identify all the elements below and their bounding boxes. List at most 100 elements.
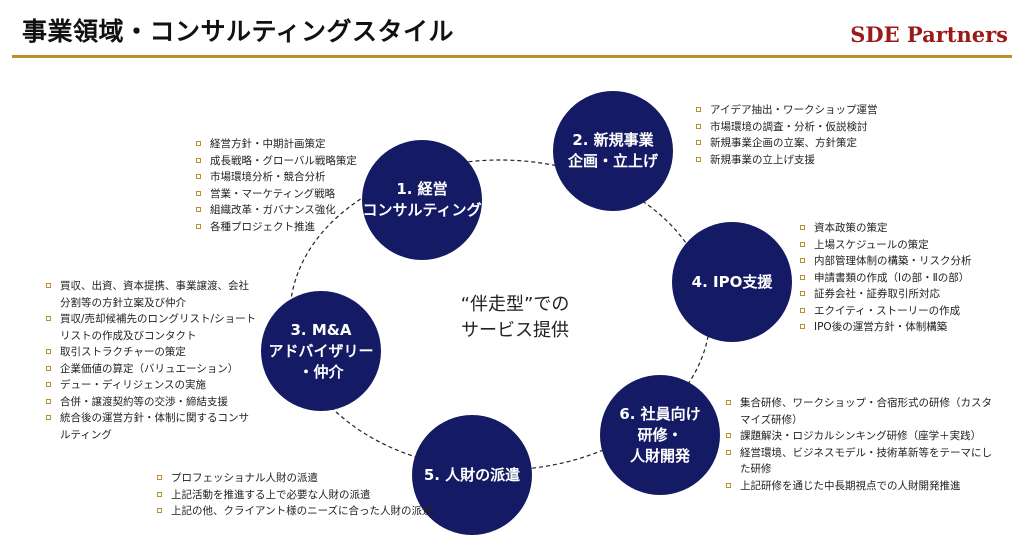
list-item: 各種プロジェクト推進 [196,219,366,236]
list-item: 取引ストラクチャーの策定 [46,344,258,361]
list-new-business: アイデア抽出・ワークショップ運営 市場環境の調査・分析・仮説検討 新規事業企画の… [696,102,896,168]
list-item-text: エクイティ・ストーリーの作成 [814,304,961,317]
list-item-text: 統合後の運営方針・体制に関するコンサルティング [60,412,249,441]
bullet-icon [196,157,201,163]
list-item: 成長戦略・グローバル戦略策定 [196,153,366,170]
list-item: 資本政策の策定 [800,220,1010,237]
list-item-text: 課題解決・ロジカルシンキング研修（座学＋実践） [740,430,982,442]
list-item: 市場環境の調査・分析・仮説検討 [696,119,896,136]
brand-logo: SDE Partners [850,22,1008,47]
list-item-text: 新規事業の立上げ支援 [710,153,815,166]
bullet-icon [800,274,805,280]
list-staffing: プロフェッショナル人財の派遣 上記活動を推進する上で必要な人財の派遣 上記の他、… [157,470,437,520]
list-item: 上記活動を推進する上で必要な人財の派遣 [157,487,437,504]
list-item: 統合後の運営方針・体制に関するコンサルティング [46,410,258,443]
list-item-text: 上記研修を通じた中長期視点での人財開発推進 [740,479,961,492]
service-circle-ipo: 4. IPO支援 [672,222,792,342]
list-item: 買収、出資、資本提携、事業譲渡、会社分割等の方針立案及び仲介 [46,278,258,311]
service-circle-ma: 3. M&A アドバイザリー ・仲介 [261,291,381,411]
list-item: 経営方針・中期計画策定 [196,136,366,153]
list-item-text: 企業価値の算定（バリュエーション） [60,362,239,375]
bullet-icon [800,258,805,263]
service-circle-staffing: 5. 人財の派遣 [412,415,532,535]
bullet-icon [800,324,805,329]
list-item-text: プロフェッショナル人財の派遣 [171,472,318,484]
list-item: 証券会社・証券取引所対応 [800,286,1010,303]
list-item: 上記研修を通じた中長期視点での人財開発推進 [726,478,996,495]
list-item-text: 経営環境、ビジネスモデル・技術革新等をテーマにした研修 [740,446,992,476]
bullet-icon [696,123,701,129]
bullet-icon [726,433,731,438]
list-item-text: 集合研修、ワークショップ・合宿形式の研修（カスタマイズ研修） [740,397,992,426]
list-item: IPO後の運営方針・体制構築 [800,319,1010,336]
bullet-icon [196,223,201,229]
list-item: 合併・譲渡契約等の交渉・締結支援 [46,394,258,411]
service-circle-training: 6. 社員向け 研修・ 人財開発 [600,375,720,495]
list-item-text: 買収/売却候補先のロングリスト/ショートリストの作成及びコンタクト [60,313,257,342]
bullet-icon [726,449,731,455]
list-ipo: 資本政策の策定 上場スケジュールの策定 内部管理体制の構築・リスク分析 申請書類… [800,220,1010,336]
service-circle-new-business: 2. 新規事業 企画・立上げ [553,91,673,211]
list-item-text: 営業・マーケティング戦略 [210,187,336,200]
list-item-text: 経営方針・中期計画策定 [210,138,326,150]
list-item: 新規事業企画の立案、方針策定 [696,135,896,152]
list-item-text: IPO後の運営方針・体制構築 [814,321,948,333]
list-item: 買収/売却候補先のロングリスト/ショートリストの作成及びコンタクト [46,311,258,344]
bullet-icon [157,508,162,513]
header-divider [12,55,1012,58]
list-item: 新規事業の立上げ支援 [696,152,896,169]
bullet-icon [696,156,701,162]
bullet-icon [196,207,201,212]
bullet-icon [46,365,51,371]
list-item-text: 資本政策の策定 [814,222,888,234]
bullet-icon [726,400,731,405]
list-item: 課題解決・ロジカルシンキング研修（座学＋実践） [726,428,996,445]
list-item: プロフェッショナル人財の派遣 [157,470,437,487]
list-item: 市場環境分析・競合分析 [196,169,366,186]
list-item: エクイティ・ストーリーの作成 [800,303,1010,320]
list-item-text: 証券会社・証券取引所対応 [814,288,940,300]
list-item: 組織改革・ガバナンス強化 [196,202,366,219]
list-item-text: 申請書類の作成（Ⅰの部・Ⅱの部） [814,271,970,284]
list-item: 申請書類の作成（Ⅰの部・Ⅱの部） [800,270,1010,287]
bullet-icon [196,141,201,146]
list-item: 企業価値の算定（バリュエーション） [46,361,258,378]
list-item: 経営環境、ビジネスモデル・技術革新等をテーマにした研修 [726,445,996,478]
list-item-text: 内部管理体制の構築・リスク分析 [814,255,972,267]
list-item: 営業・マーケティング戦略 [196,186,366,203]
list-item: デュー・ディリジェンスの実施 [46,377,258,394]
bullet-icon [46,349,51,354]
list-item: 集合研修、ワークショップ・合宿形式の研修（カスタマイズ研修） [726,395,996,428]
list-item-text: 買収、出資、資本提携、事業譲渡、会社分割等の方針立案及び仲介 [60,280,249,309]
list-item-text: 市場環境の調査・分析・仮説検討 [710,120,868,133]
bullet-icon [46,382,51,387]
list-item-text: 組織改革・ガバナンス強化 [210,204,336,216]
bullet-icon [696,107,701,112]
list-item-text: 新規事業企画の立案、方針策定 [710,137,857,149]
list-ma: 買収、出資、資本提携、事業譲渡、会社分割等の方針立案及び仲介 買収/売却候補先の… [46,278,258,443]
bullet-icon [46,398,51,404]
bullet-icon [46,415,51,420]
bullet-icon [46,283,51,288]
list-item-text: 市場環境分析・競合分析 [210,171,326,183]
bullet-icon [696,140,701,145]
list-item-text: デュー・ディリジェンスの実施 [60,379,207,391]
list-item: 上記の他、クライアント様のニーズに合った人財の派遣 [157,503,437,520]
list-training: 集合研修、ワークショップ・合宿形式の研修（カスタマイズ研修） 課題解決・ロジカル… [726,395,996,494]
list-item-text: 各種プロジェクト推進 [210,220,315,233]
bullet-icon [157,491,162,497]
list-item-text: 成長戦略・グローバル戦略策定 [210,154,357,167]
list-item-text: 上記活動を推進する上で必要な人財の派遣 [171,488,371,501]
list-item: 内部管理体制の構築・リスク分析 [800,253,1010,270]
center-label: “伴走型”での サービス提供 [460,294,570,341]
list-item-text: 合併・譲渡契約等の交渉・締結支援 [60,395,228,408]
list-consulting: 経営方針・中期計画策定 成長戦略・グローバル戦略策定 市場環境分析・競合分析 営… [196,136,366,235]
bullet-icon [157,475,162,480]
bullet-icon [196,174,201,179]
bullet-icon [196,190,201,196]
page-title: 事業領域・コンサルティングスタイル [22,17,455,46]
bullet-icon [800,291,805,296]
bullet-icon [46,316,51,321]
list-item-text: 取引ストラクチャーの策定 [60,346,186,358]
list-item-text: 上記の他、クライアント様のニーズに合った人財の派遣 [171,505,433,517]
